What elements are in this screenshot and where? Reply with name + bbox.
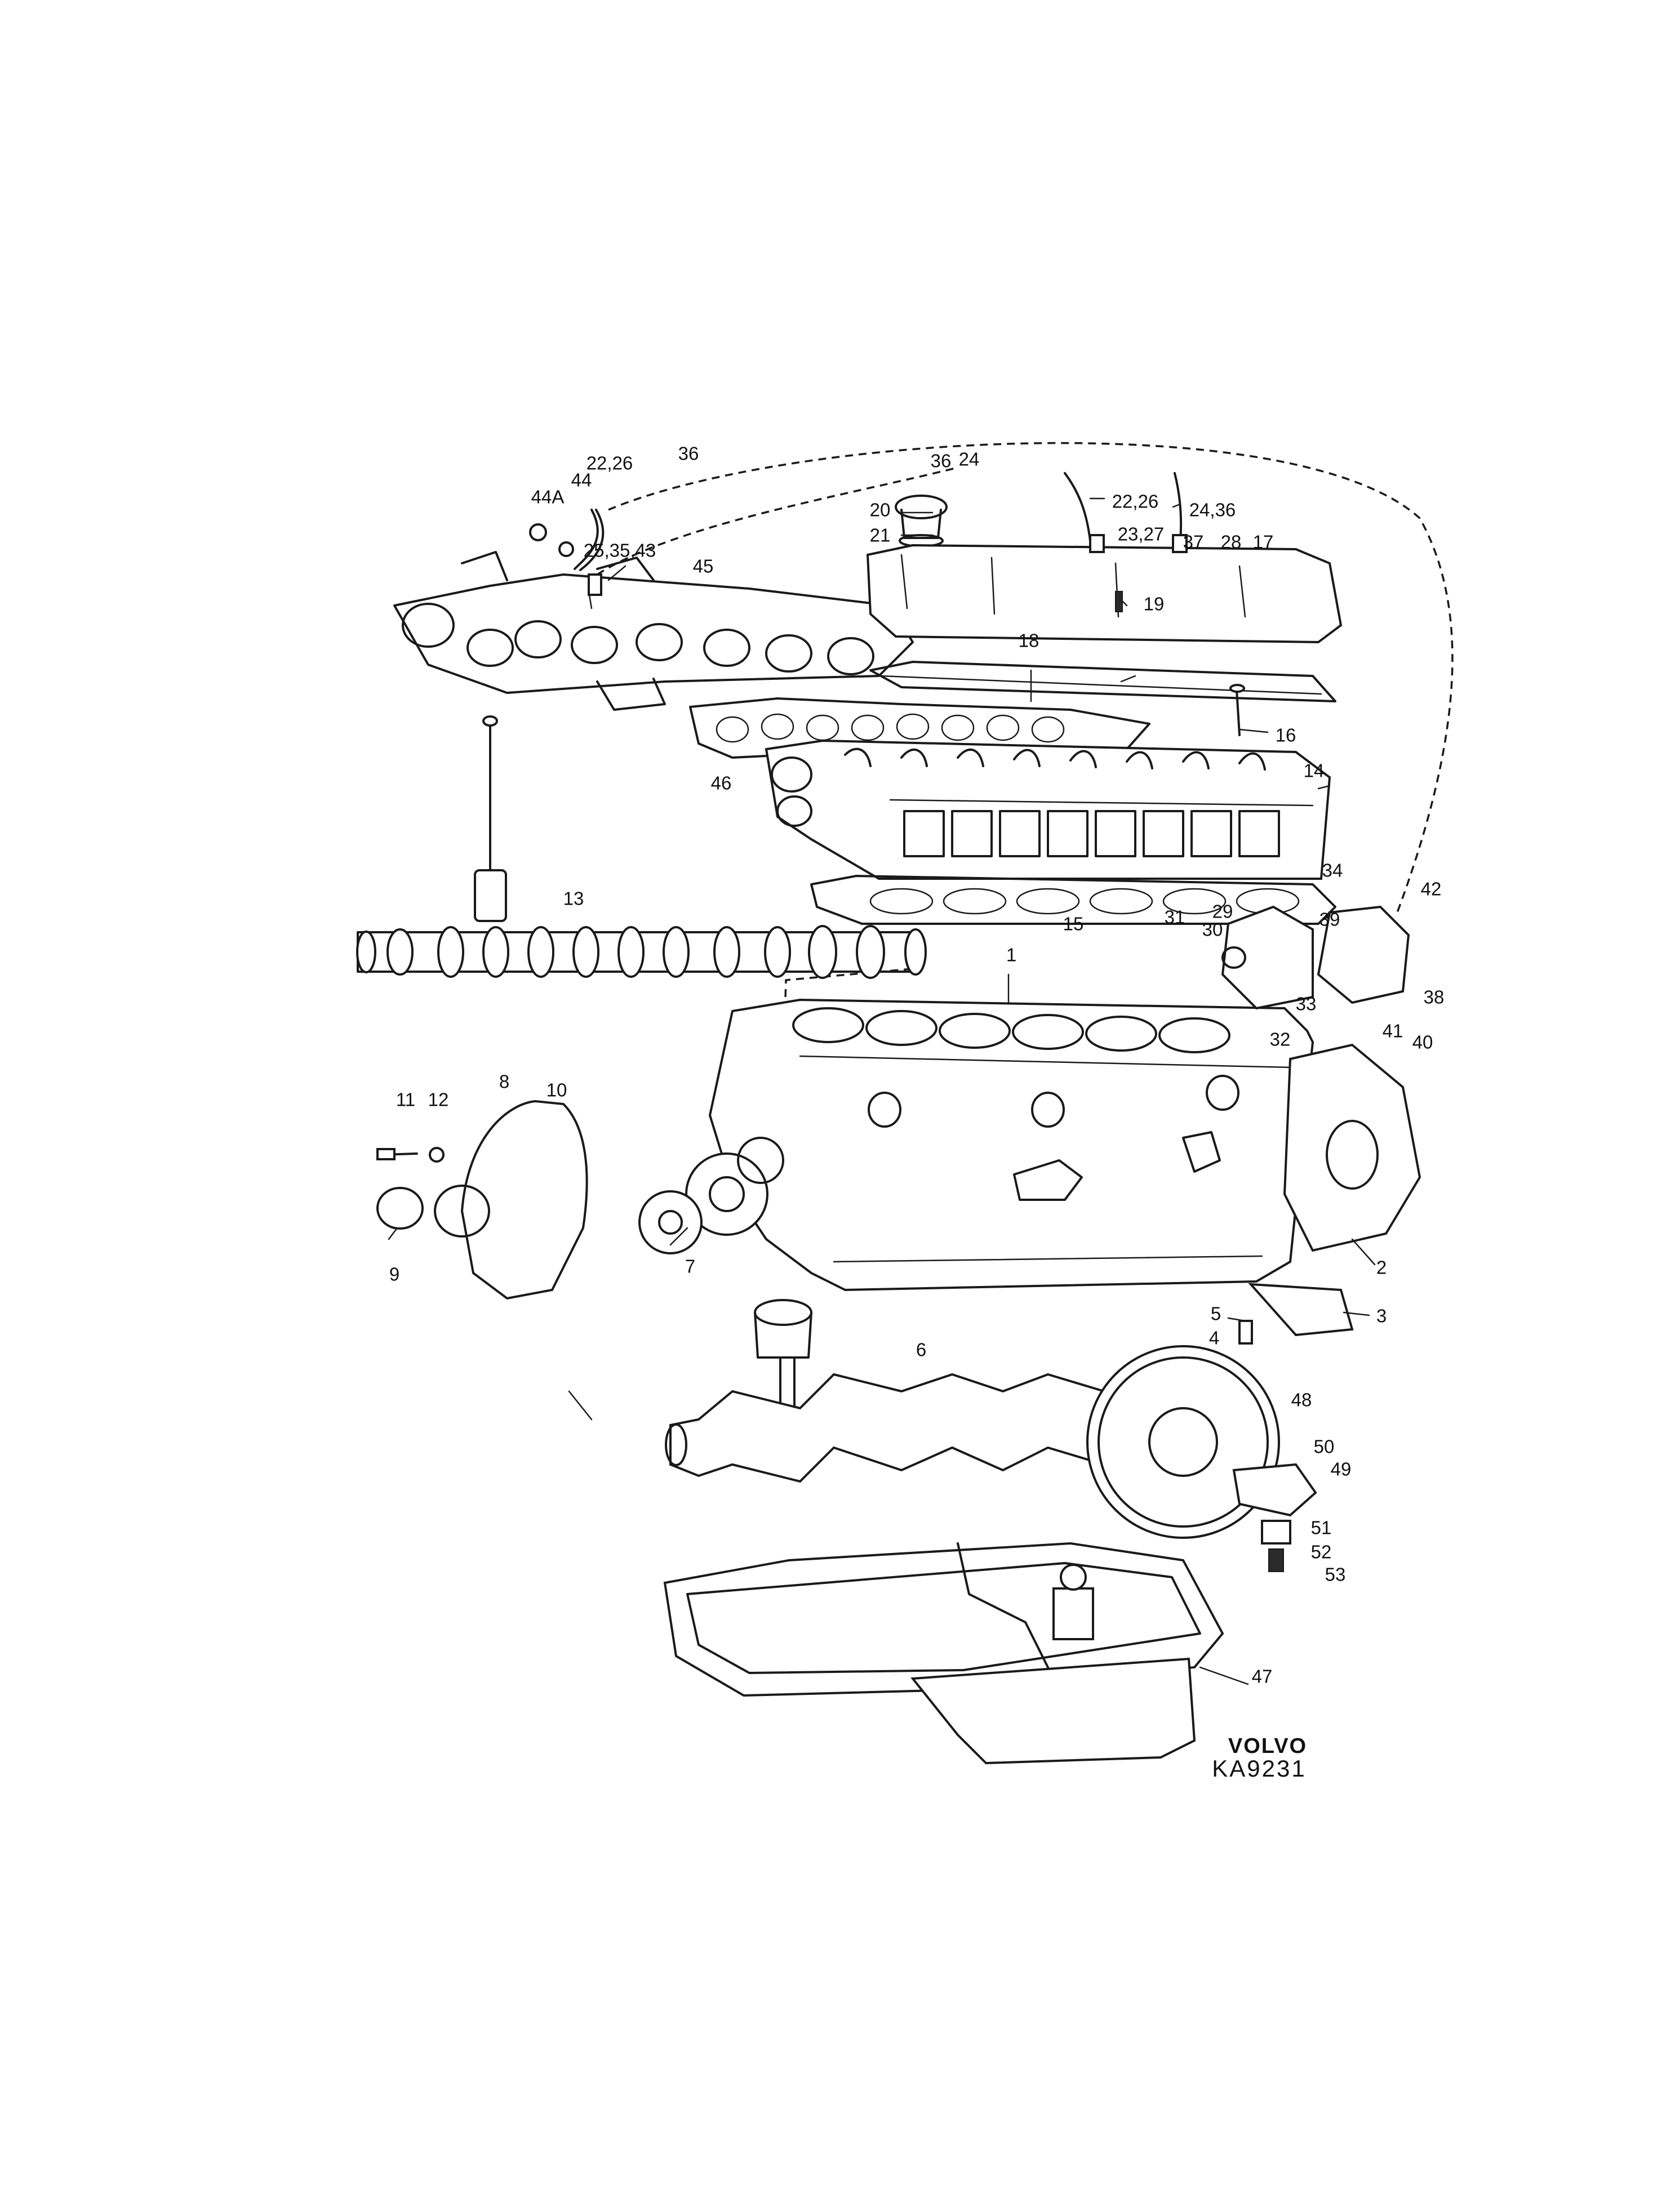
callout-20: 20 bbox=[869, 499, 891, 520]
callout-36-left: 36 bbox=[678, 443, 699, 464]
leader-lines bbox=[388, 497, 1376, 1685]
callout-24-36: 24,36 bbox=[1189, 499, 1236, 520]
oil-pan bbox=[663, 1542, 1224, 1765]
exhaust-manifold bbox=[393, 551, 914, 711]
callout-36-right: 36 bbox=[930, 450, 952, 471]
callout-1: 1 bbox=[1006, 944, 1017, 965]
callout-23-27: 23,27 bbox=[1117, 523, 1165, 545]
callout-18: 18 bbox=[1018, 630, 1039, 651]
callout-32: 32 bbox=[1269, 1029, 1291, 1050]
callout-38: 38 bbox=[1423, 986, 1445, 1008]
callout-53: 53 bbox=[1325, 1564, 1346, 1585]
callout-31: 31 bbox=[1164, 906, 1185, 928]
callout-22-26-right: 22,26 bbox=[1112, 491, 1159, 512]
callout-19: 19 bbox=[1143, 593, 1165, 615]
camshaft bbox=[356, 925, 927, 979]
callout-12: 12 bbox=[428, 1089, 449, 1110]
callout-42: 42 bbox=[1420, 878, 1442, 900]
callout-50: 50 bbox=[1313, 1436, 1335, 1457]
callout-6: 6 bbox=[916, 1339, 927, 1360]
callout-13: 13 bbox=[563, 888, 584, 909]
callout-9: 9 bbox=[389, 1263, 400, 1285]
callout-25-35-43: 25,35,43 bbox=[583, 540, 656, 561]
callout-17: 17 bbox=[1252, 531, 1274, 553]
callout-14: 14 bbox=[1303, 760, 1325, 781]
callout-40: 40 bbox=[1412, 1031, 1433, 1053]
callout-28: 28 bbox=[1220, 531, 1242, 553]
callout-5: 5 bbox=[1210, 1303, 1221, 1324]
callout-48: 48 bbox=[1291, 1389, 1312, 1410]
callout-29: 29 bbox=[1212, 901, 1233, 922]
manifold-gasket bbox=[689, 697, 1150, 759]
callout-22-26-left: 22,26 bbox=[586, 452, 633, 474]
callout-21: 21 bbox=[869, 524, 891, 546]
crankshaft bbox=[665, 1373, 1162, 1483]
head-gasket bbox=[810, 875, 1336, 925]
drawing-code: KA9231 bbox=[1212, 1755, 1307, 1782]
callout-15: 15 bbox=[1063, 913, 1084, 934]
callout-33: 33 bbox=[1295, 993, 1317, 1014]
callout-45: 45 bbox=[692, 555, 714, 577]
callout-49: 49 bbox=[1330, 1458, 1352, 1480]
callout-7: 7 bbox=[685, 1256, 696, 1277]
callout-10: 10 bbox=[546, 1079, 567, 1101]
callout-34: 34 bbox=[1322, 860, 1343, 881]
callout-4: 4 bbox=[1209, 1327, 1220, 1348]
engine-block bbox=[708, 998, 1314, 1292]
callout-46: 46 bbox=[710, 772, 732, 794]
cylinder-head bbox=[765, 739, 1331, 880]
callout-2: 2 bbox=[1376, 1257, 1387, 1278]
brand-name: VOLVO bbox=[1228, 1734, 1308, 1758]
callout-11: 11 bbox=[396, 1089, 416, 1110]
callout-41: 41 bbox=[1382, 1020, 1403, 1042]
callout-39: 39 bbox=[1319, 909, 1340, 930]
callout-8: 8 bbox=[499, 1071, 510, 1092]
callout-51: 51 bbox=[1310, 1517, 1332, 1538]
callout-16: 16 bbox=[1275, 724, 1296, 746]
callout-44a: 44A bbox=[531, 486, 565, 508]
timing-cover bbox=[434, 1100, 588, 1300]
callout-52: 52 bbox=[1310, 1541, 1332, 1563]
callout-30: 30 bbox=[1202, 919, 1223, 940]
valve-cover bbox=[866, 534, 1343, 644]
callout-44: 44 bbox=[571, 469, 592, 491]
callout-37: 37 bbox=[1183, 531, 1204, 553]
callout-24: 24 bbox=[958, 448, 980, 470]
callout-3: 3 bbox=[1376, 1305, 1387, 1327]
callout-47: 47 bbox=[1251, 1666, 1273, 1687]
